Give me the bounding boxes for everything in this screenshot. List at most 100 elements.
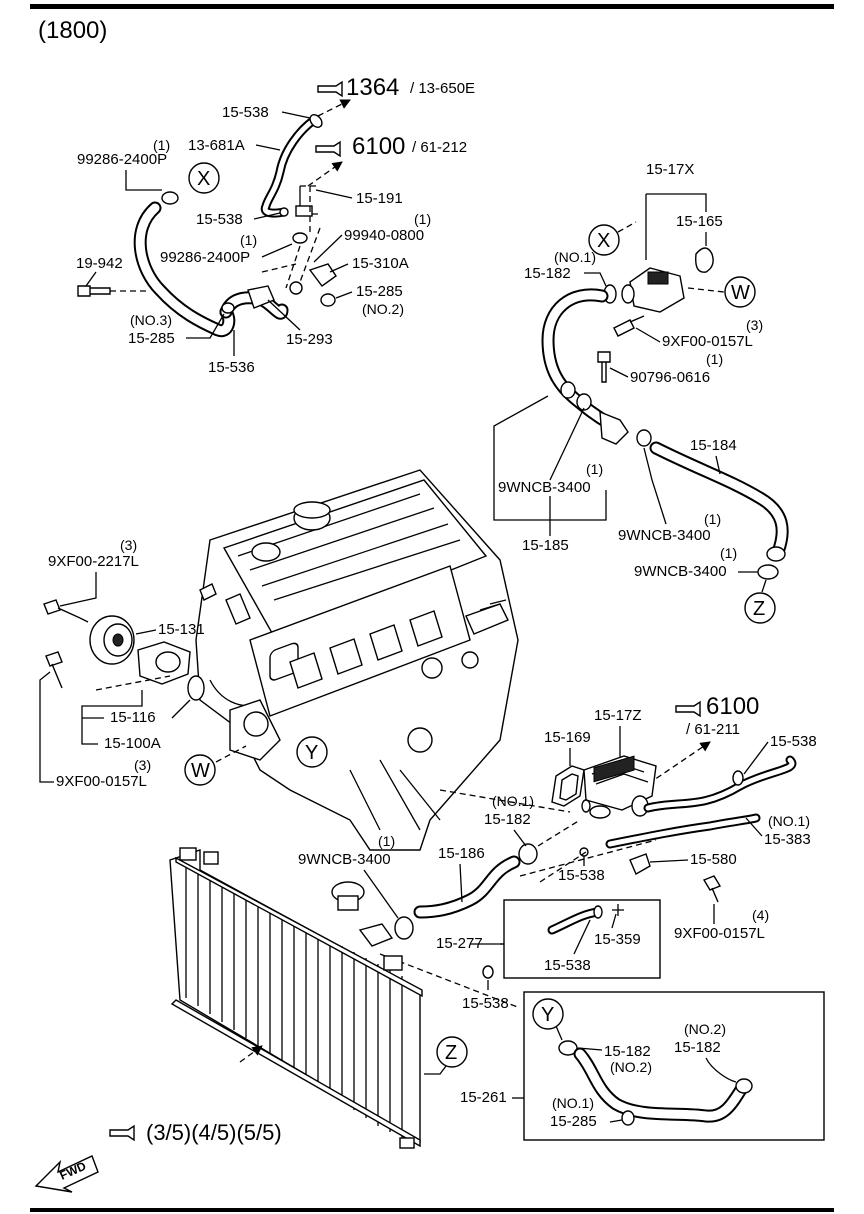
svg-text:X: X [197,168,210,190]
qty-9wncb-d: (1) [378,833,395,849]
qty-99940: (1) [414,211,431,227]
label-15-182-b[interactable]: 15-182 [484,811,531,828]
reference-6100-b[interactable]: 6100 / 61-211 [675,693,759,738]
clamp-15-182-c [558,1040,578,1056]
label-9wncb-c[interactable]: 9WNCB-3400 [634,563,727,580]
label-15-186[interactable]: 15-186 [438,845,485,862]
radiator-core [169,849,421,1144]
clamp-15-285-a [320,293,336,307]
label-9xf00-0157l-b[interactable]: 9XF00-0157L [56,773,147,790]
label-15-182-a[interactable]: 15-182 [524,265,571,282]
label-15-538-f[interactable]: 15-538 [462,995,509,1012]
label-9xf00-0157l-a[interactable]: 9XF00-0157L [662,333,753,350]
clamp-99286-b [292,232,308,244]
hand-pointer-icon [109,1124,135,1142]
bracket-15-310a [308,263,337,287]
label-15-169[interactable]: 15-169 [544,729,591,746]
label-19-942[interactable]: 19-942 [76,255,123,272]
label-15-17x[interactable]: 15-17X [646,161,694,178]
label-15-116[interactable]: 15-116 [110,709,156,726]
label-15-359[interactable]: 15-359 [594,931,641,948]
label-15-538-e[interactable]: 15-538 [544,957,591,974]
marker-y-engine [296,736,328,768]
clamp-15-538-f [482,965,494,979]
label-15-580[interactable]: 15-580 [690,851,737,868]
thermostat-hose-group: 15-17X 15-165 X W (NO.1) 15-182 [493,161,789,624]
thermostat-17z-group: 6100 / 61-211 15-17Z 15-169 15-538 (NO.1… [298,693,817,1045]
bolt-9xf00-0157l-b [45,651,63,689]
svg-text:W: W [191,760,210,782]
label-15-17z[interactable]: 15-17Z [594,707,642,724]
svg-text:Y: Y [541,1004,554,1026]
pipe-15-383 [643,755,797,813]
clamp-15-538-a [309,114,323,128]
label-15-165[interactable]: 15-165 [676,213,723,230]
leader-arrow-1364 [317,99,351,117]
qty-99286-b: (1) [240,232,257,248]
label-15-277[interactable]: 15-277 [436,935,483,952]
label-15-538-d[interactable]: 15-538 [558,867,605,884]
label-99286-b[interactable]: 99286-2400P [160,249,250,266]
label-15-191[interactable]: 15-191 [356,190,403,207]
label-9xf00-2217l[interactable]: 9XF00-2217L [48,553,139,570]
radiator-inlet [358,923,394,947]
no-15-285-b: (NO.3) [130,312,172,328]
svg-text:Z: Z [445,1042,457,1064]
label-15-538-b[interactable]: 15-538 [196,211,243,228]
clamp-9wncb-d [394,916,414,940]
label-9xf00-0157l-c[interactable]: 9XF00-0157L [674,925,765,942]
reference-1364[interactable]: 1364 / 13-650E [317,74,475,101]
clamp-15-285-c [621,1110,635,1126]
gasket-15-116 [187,675,205,701]
bracket-15-580 [629,853,651,875]
label-15-285-a[interactable]: 15-285 [356,283,403,300]
label-9wncb-b[interactable]: 9WNCB-3400 [618,527,711,544]
label-13-681a[interactable]: 13-681A [188,137,245,154]
clamp-15-285-b [221,302,235,314]
label-15-182-d[interactable]: 15-182 [674,1039,721,1056]
label-15-285-c[interactable]: 15-285 [550,1113,597,1130]
fitting-15-185 [599,410,629,445]
sub-box-15-261: Y 15-182 (NO.2) (NO.2) 15-182 (NO.1) 15-… [460,991,825,1141]
marker-x-top-right [588,224,620,256]
label-99286-a[interactable]: 99286-2400P [77,151,167,168]
label-9wncb-d[interactable]: 9WNCB-3400 [298,851,391,868]
no-15-285-a: (NO.2) [362,301,404,317]
forward-arrow: FWD [34,1155,99,1193]
radiator-top-tank [175,856,423,998]
label-9wncb-a[interactable]: 9WNCB-3400 [498,479,591,496]
label-15-293[interactable]: 15-293 [286,331,333,348]
qty-9xf00-0157l-b: (3) [134,757,151,773]
marker-z-top-right [744,592,776,624]
label-99940[interactable]: 99940-0800 [344,227,424,244]
bolt-9xf00-0157l-a [613,315,645,337]
label-15-100a[interactable]: 15-100A [104,735,161,752]
qty-9xf00-2217l: (3) [120,537,137,553]
bolt-19-942 [77,285,111,297]
label-15-131[interactable]: 15-131 [158,621,205,638]
engine-block: Y W [184,469,519,851]
qty-13-681a: (1) [153,137,170,153]
reference-bottom[interactable]: (3/5)(4/5)(5/5) [109,1120,282,1145]
bracket-15-293 [247,285,275,309]
no-15-182-a: (NO.1) [554,249,596,265]
label-15-184[interactable]: 15-184 [690,437,737,454]
label-90796[interactable]: 90796-0616 [630,369,710,386]
label-15-536[interactable]: 15-536 [208,359,255,376]
label-15-538-a[interactable]: 15-538 [222,104,269,121]
label-15-383[interactable]: 15-383 [764,831,811,848]
marker-w-left [184,754,216,786]
diagram-code: (1800) [38,17,107,44]
qty-9wncb-b: (1) [704,511,721,527]
label-15-538-c[interactable]: 15-538 [770,733,817,750]
ref-6100-a-sub: / 61-212 [412,139,467,156]
label-15-185[interactable]: 15-185 [522,537,569,554]
label-15-310a[interactable]: 15-310A [352,255,409,272]
reference-6100-a[interactable]: 6100 / 61-212 [315,133,467,160]
label-15-261[interactable]: 15-261 [460,1089,507,1106]
svg-text:X: X [597,230,610,252]
label-15-182-c[interactable]: 15-182 [604,1043,651,1060]
label-15-285-b[interactable]: 15-285 [128,330,175,347]
no-15-182-d: (NO.2) [684,1021,726,1037]
